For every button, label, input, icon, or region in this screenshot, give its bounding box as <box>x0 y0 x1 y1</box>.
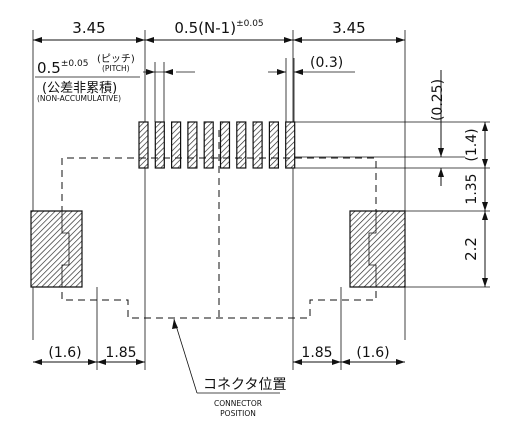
pin-width-label: (0.3) <box>310 55 343 71</box>
pin-pad <box>171 121 182 169</box>
right-width-label: 3.45 <box>332 19 365 37</box>
pin-pad <box>187 121 198 169</box>
pin-pad <box>203 121 214 169</box>
left-width-label: 3.45 <box>72 19 105 37</box>
bottom-right-outer-label: (1.6) <box>356 345 389 361</box>
non-accumulative-jp-label: (公差非累積) <box>42 81 117 96</box>
pitch-dimension <box>143 62 195 122</box>
pin-pad <box>236 121 247 169</box>
pitch-en-label: (PITCH) <box>102 64 130 73</box>
bottom-left-inner-label: 1.85 <box>105 345 136 361</box>
connector-outline <box>61 157 377 319</box>
right-anchor-pad <box>349 210 406 288</box>
non-accumulative-en-label: (NON-ACCUMULATIVE) <box>37 94 121 103</box>
pitch-value-label: 0.5±0.05 <box>37 59 88 77</box>
pin-pad <box>268 121 279 169</box>
span-label: 0.5(N-1)±0.05 <box>174 19 263 37</box>
pitch-value: 0.5 <box>37 59 61 77</box>
pin-pad <box>138 121 149 169</box>
pin-pad <box>154 121 165 169</box>
connector-position-en-line2: POSITION <box>220 409 256 418</box>
pitch-tolerance: ±0.05 <box>61 59 89 69</box>
gap-135-label: 1.35 <box>464 173 480 204</box>
gap-025-label: (0.25) <box>430 79 446 121</box>
pitch-jp-label: (ピッチ) <box>97 53 135 65</box>
bottom-right-inner-label: 1.85 <box>301 345 332 361</box>
connector-position-leader <box>172 318 280 394</box>
pin-pad <box>219 121 231 169</box>
anchor-height-label: 2.2 <box>462 237 480 261</box>
pin-pads <box>138 121 296 169</box>
bottom-dimensions <box>33 287 405 370</box>
pin-pad <box>252 121 263 169</box>
right-vertical-dimensions <box>294 70 490 288</box>
bottom-left-outer-label: (1.6) <box>48 345 81 361</box>
span-tolerance-label: ±0.05 <box>236 19 264 29</box>
pin-width-dimension <box>268 58 355 122</box>
connector-position-jp-label: コネクタ位置 <box>203 377 286 393</box>
left-anchor-pad <box>30 210 83 288</box>
pad-length-label: (1.4) <box>464 128 480 161</box>
connector-position-en-line1: CONNECTOR <box>214 399 262 408</box>
top-dimension-lines <box>32 30 406 370</box>
span-main-label: 0.5(N-1) <box>174 19 236 37</box>
pin-pad <box>285 121 296 169</box>
